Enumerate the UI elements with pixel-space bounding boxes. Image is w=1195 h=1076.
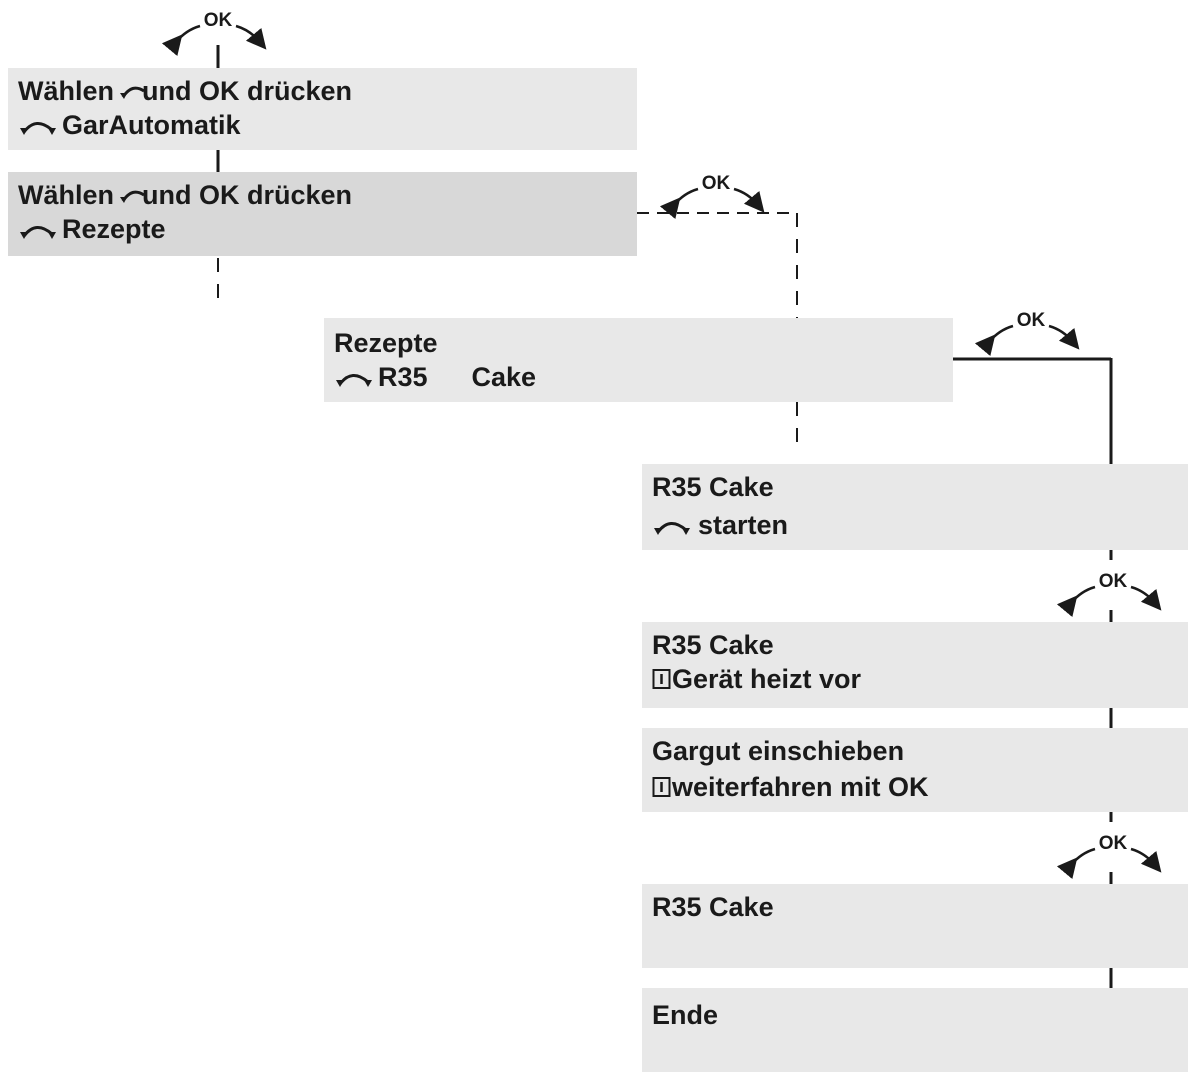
screen-text: Wählen: [18, 180, 115, 210]
rotary-knob-icon: [654, 522, 690, 535]
screen-text: starten: [698, 510, 789, 540]
screen-text: GarAutomatik: [62, 110, 241, 140]
display-indicator-icon: [652, 669, 671, 689]
screen-ende: Ende: [642, 988, 1188, 1072]
rotary-knob-icon: [120, 86, 145, 99]
ok-knob-icon: OK: [1056, 833, 1162, 880]
screen-r35-starten: R35 Cake starten: [642, 464, 1188, 550]
rotary-knob-icon: [336, 374, 372, 387]
screen-text: R35 Cake: [652, 892, 774, 922]
rotary-knob-icon: [120, 190, 145, 203]
screen-text: Cake: [471, 362, 537, 392]
ok-label: OK: [702, 173, 731, 194]
screen-text: R35 Cake: [652, 472, 774, 502]
ok-knob-icon: OK: [659, 173, 765, 220]
screen-text: R35: [378, 362, 428, 392]
screen-rezepte-select: Wählen und OK drücken Rezepte: [8, 172, 637, 256]
rotary-knob-icon: [20, 122, 56, 135]
screen-text: R35 Cake: [652, 630, 774, 660]
screen-text: Gerät heizt vor: [672, 664, 862, 694]
screen-geraet-heizt-vor: R35 Cake Gerät heizt vor: [642, 622, 1188, 708]
screen-text: Wählen: [18, 76, 115, 106]
screen-text: Ende: [652, 1000, 719, 1030]
ok-label: OK: [1099, 571, 1128, 592]
screen-gargut-einschieben: Gargut einschieben weiterfahren mit OK: [642, 728, 1188, 812]
screen-text: Gargut einschieben: [652, 736, 905, 766]
screen-text: Rezepte: [334, 328, 438, 358]
ok-label: OK: [204, 10, 233, 31]
ok-knob-icon: OK: [974, 310, 1080, 357]
ok-knob-icon: OK: [1056, 571, 1162, 618]
ok-label: OK: [1017, 310, 1046, 331]
screen-garautomatik: Wählen und OK drücken GarAutomatik: [8, 68, 637, 150]
screen-text: und OK drücken: [142, 180, 353, 210]
ok-label: OK: [1099, 833, 1128, 854]
screen-r35-cake: R35 Cake: [642, 884, 1188, 968]
rotary-knob-icon: [20, 226, 56, 239]
ok-knob-icon: OK: [161, 10, 267, 57]
screen-text: Rezepte: [62, 214, 166, 244]
screen-text: und OK drücken: [142, 76, 353, 106]
display-indicator-icon: [652, 777, 671, 797]
screen-rezepte-r35: Rezepte R35 Cake: [324, 318, 953, 402]
screen-text: weiterfahren mit OK: [672, 772, 929, 802]
